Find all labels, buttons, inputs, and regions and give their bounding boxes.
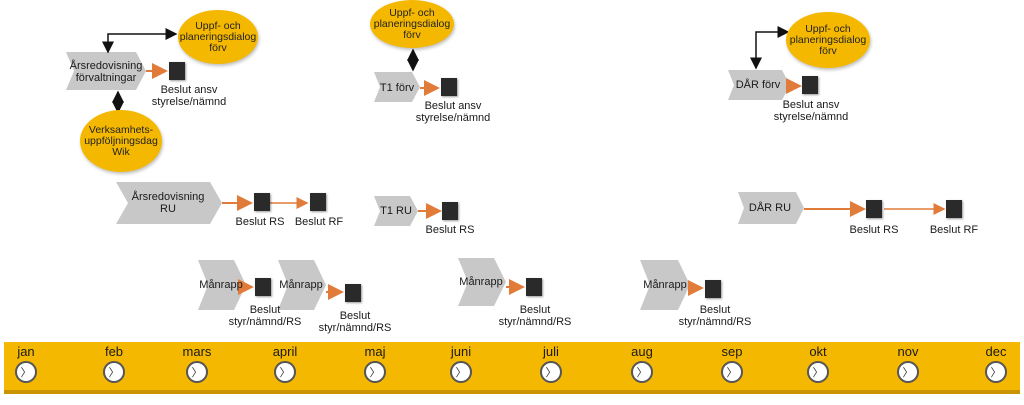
decision-box-rf-2 [946, 200, 962, 218]
decision-label-rs-1: Beslut RS [235, 216, 285, 228]
chevron-manrapp-1 [198, 260, 246, 310]
label-t1-ru: T1 RU [380, 205, 412, 217]
clock-icon-feb: 〉 [103, 361, 125, 383]
clock-icon-aug: 〉 [631, 361, 653, 383]
label-manrapp-3: Månrapp [459, 276, 503, 288]
decision-box-styr-3 [526, 278, 542, 296]
bubble-verksamhetsuppfoljning: Verksamhets- uppföljningsdag Wik [80, 110, 162, 172]
label-t1-forv: T1 förv [379, 82, 415, 94]
clock-icon-okt: 〉 [807, 361, 829, 383]
month-label-dec: dec [985, 344, 1007, 359]
label-dar-ru: DÅR RU [748, 202, 792, 214]
decision-label-rs-3: Beslut RS [849, 224, 899, 236]
month-label-feb: feb [104, 344, 124, 359]
label-manrapp-4: Månrapp [643, 279, 687, 291]
clock-icon-juni: 〉 [450, 361, 472, 383]
connector-ars-forv-to-dialog [102, 28, 178, 54]
decision-box-rs-3 [866, 200, 882, 218]
label-arsredovisning-ru: Årsredovisning RU [131, 191, 205, 215]
decision-box-styr-2 [345, 284, 361, 302]
decision-box-ansv-3 [802, 76, 818, 94]
decision-box-styr-4 [705, 280, 721, 298]
decision-box-ansv-1 [169, 62, 185, 80]
bubble-planeringsdialog-2: Uppf- och planeringsdialog förv [370, 0, 454, 48]
label-dar-forv: DÅR förv [735, 79, 781, 91]
decision-label-ansv-2: Beslut ansv styrelse/nämnd [415, 100, 491, 124]
decision-label-rs-2: Beslut RS [425, 224, 475, 236]
decision-label-styr-3: Beslut styr/nämnd/RS [498, 304, 572, 328]
month-label-aug: aug [631, 344, 653, 359]
decision-box-rf-1 [310, 193, 326, 211]
decision-label-styr-1: Beslut styr/nämnd/RS [228, 304, 302, 328]
month-label-okt: okt [809, 344, 827, 359]
month-label-maj: maj [364, 344, 386, 359]
bubble-planeringsdialog-3: Uppf- och planeringsdialog förv [786, 12, 870, 68]
decision-label-rf-2: Beslut RF [929, 224, 979, 236]
clock-icon-sep: 〉 [721, 361, 743, 383]
chevron-dar-ru [738, 192, 804, 224]
clock-icon-jan: 〉 [15, 361, 37, 383]
chevron-t1-ru [374, 196, 418, 226]
chevron-dar-forv [728, 70, 790, 100]
clock-icon-april: 〉 [274, 361, 296, 383]
decision-label-ansv-1: Beslut ansv styrelse/nämnd [151, 84, 227, 108]
label-manrapp-1: Månrapp [199, 279, 243, 291]
decision-label-styr-4: Beslut styr/nämnd/RS [678, 304, 752, 328]
chevron-manrapp-2 [278, 260, 326, 310]
label-arsredovisning-forvaltningar: Årsredovisning förvaltningar [69, 60, 143, 84]
decision-box-ansv-2 [441, 78, 457, 96]
month-label-nov: nov [897, 344, 919, 359]
month-label-mars: mars [182, 344, 212, 359]
connector-dar-forv-to-dialog [750, 26, 790, 70]
clock-icon-dec: 〉 [985, 361, 1007, 383]
chevron-manrapp-4 [640, 260, 690, 310]
chevron-t1-forv [374, 72, 420, 102]
timeline-bar [4, 342, 1020, 394]
month-label-jan: jan [17, 344, 35, 359]
clock-icon-nov: 〉 [897, 361, 919, 383]
month-label-juli: juli [543, 344, 559, 359]
month-label-sep: sep [721, 344, 743, 359]
decision-box-styr-1 [255, 278, 271, 296]
decision-box-rs-2 [442, 202, 458, 220]
month-label-april: april [272, 344, 298, 359]
bubble-planeringsdialog-1: Uppf- och planeringsdialog förv [178, 10, 258, 64]
chevron-arsredovisning-forvaltningar [66, 52, 146, 90]
month-label-juni: juni [450, 344, 472, 359]
clock-icon-maj: 〉 [364, 361, 386, 383]
clock-icon-juli: 〉 [540, 361, 562, 383]
decision-box-rs-1 [254, 193, 270, 211]
label-manrapp-2: Månrapp [279, 279, 323, 291]
decision-label-styr-2: Beslut styr/nämnd/RS [318, 310, 392, 334]
decision-label-ansv-3: Beslut ansv styrelse/nämnd [773, 99, 849, 123]
decision-label-rf-1: Beslut RF [294, 216, 344, 228]
clock-icon-mars: 〉 [186, 361, 208, 383]
timeline-bar-shadow [4, 390, 1020, 394]
chevron-arsredovisning-ru [116, 182, 222, 224]
chevron-manrapp-3 [458, 258, 506, 306]
